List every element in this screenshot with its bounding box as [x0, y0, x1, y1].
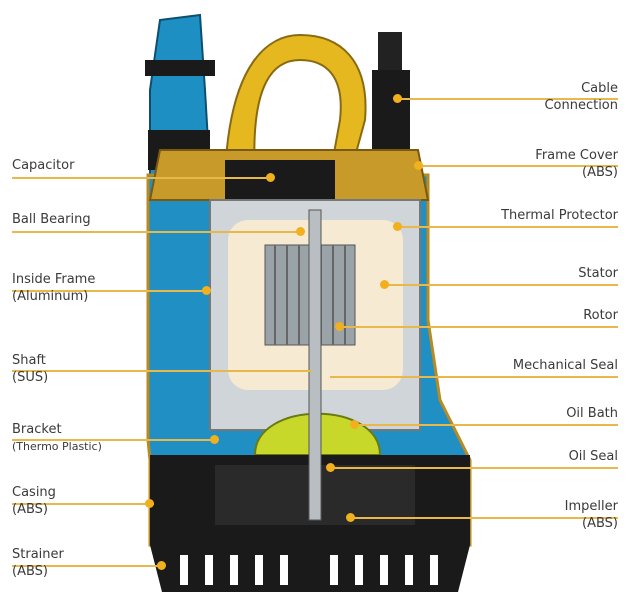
label-impeller: Impeller (ABS)	[565, 498, 618, 532]
label-name: Inside Frame	[12, 272, 96, 287]
label-sub: Connection	[544, 98, 618, 113]
label-casing: Casing (ABS)	[12, 484, 56, 518]
leader-dot	[335, 322, 344, 331]
leader-line	[330, 467, 618, 469]
leader-line	[12, 439, 217, 441]
leader-line	[12, 370, 312, 372]
label-name: Rotor	[583, 308, 618, 323]
leader-line	[340, 326, 618, 328]
label-shaft: Shaft (SUS)	[12, 352, 48, 386]
leader-line	[330, 376, 618, 378]
label-name: Cable	[581, 81, 618, 96]
label-name: Stator	[578, 266, 618, 281]
label-capacitor: Capacitor	[12, 157, 74, 174]
label-sub: (Aluminum)	[12, 289, 89, 304]
leader-dot	[202, 286, 211, 295]
label-rotor: Rotor	[583, 307, 618, 324]
label-ball-bearing: Ball Bearing	[12, 211, 91, 228]
label-thermal-protector: Thermal Protector	[501, 207, 618, 224]
strainer	[150, 545, 470, 592]
leader-dot	[393, 94, 402, 103]
label-name: Mechanical Seal	[512, 358, 618, 373]
leader-dot	[296, 227, 305, 236]
label-oil-seal: Oil Seal	[569, 448, 618, 465]
leader-dot	[380, 280, 389, 289]
label-name: Bracket	[12, 422, 62, 437]
shaft	[308, 209, 322, 521]
leader-dot	[350, 420, 359, 429]
leader-line	[400, 226, 618, 228]
label-sub: (ABS)	[12, 564, 48, 579]
leader-dot	[145, 499, 154, 508]
label-sub: (ABS)	[582, 165, 618, 180]
label-sub: (Thermo Plastic)	[12, 440, 102, 453]
leader-line	[400, 98, 618, 100]
leader-dot	[326, 463, 335, 472]
leader-dot	[266, 173, 275, 182]
leader-dot	[414, 161, 423, 170]
label-stator: Stator	[578, 265, 618, 282]
label-mechanical-seal: Mechanical Seal	[513, 357, 618, 374]
leader-dot	[157, 561, 166, 570]
label-bracket: Bracket (Thermo Plastic)	[12, 421, 102, 455]
label-frame-cover: Frame Cover (ABS)	[535, 147, 618, 181]
leader-line	[350, 517, 618, 519]
leader-line	[12, 565, 162, 567]
leader-dot	[393, 222, 402, 231]
leader-line	[355, 424, 618, 426]
label-name: Impeller	[564, 499, 618, 514]
leader-dot	[210, 435, 219, 444]
label-name: Casing	[12, 485, 56, 500]
cable-gland	[378, 32, 402, 72]
label-name: Frame Cover	[535, 148, 618, 163]
leader-line	[12, 503, 154, 505]
label-strainer: Strainer (ABS)	[12, 546, 64, 580]
leader-line	[12, 231, 302, 233]
label-sub: (ABS)	[12, 502, 48, 517]
label-sub: (SUS)	[12, 370, 49, 385]
label-name: Shaft	[12, 353, 46, 368]
label-name: Oil Bath	[566, 406, 618, 421]
label-inside-frame: Inside Frame (Aluminum)	[12, 271, 95, 305]
label-sub: (ABS)	[582, 516, 618, 531]
label-name: Thermal Protector	[501, 208, 618, 223]
label-name: Strainer	[12, 547, 64, 562]
leader-line	[12, 290, 207, 292]
label-oil-bath: Oil Bath	[566, 405, 618, 422]
leader-line	[385, 284, 618, 286]
label-name: Capacitor	[12, 158, 75, 173]
leader-line	[12, 177, 272, 179]
label-name: Oil Seal	[568, 449, 618, 464]
label-name: Ball Bearing	[12, 212, 91, 227]
handle	[223, 33, 367, 176]
leader-line	[415, 165, 618, 167]
leader-dot	[346, 513, 355, 522]
